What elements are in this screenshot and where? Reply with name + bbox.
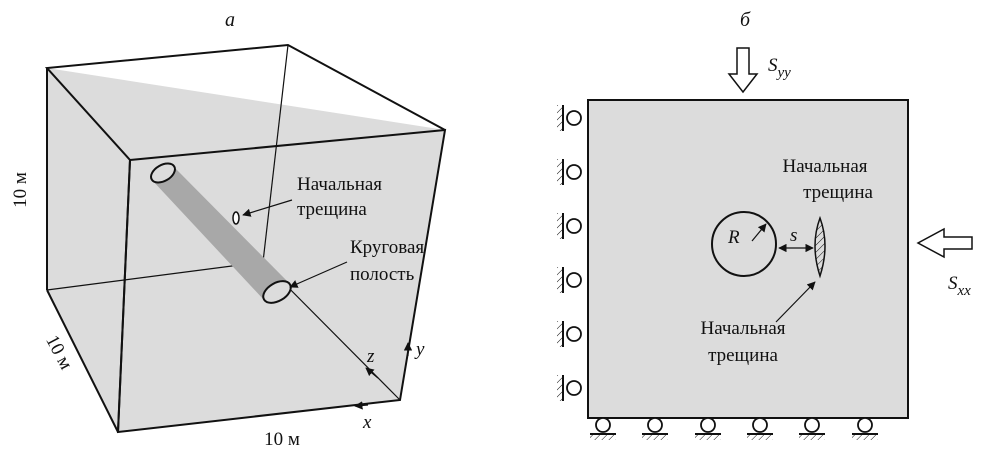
dim-width-label: 10 м (264, 429, 300, 450)
left-roller-support (557, 105, 582, 131)
axis-x-arrow (354, 401, 369, 410)
crack-label-b-top-line2: трещина (803, 182, 873, 203)
cavity-circle (711, 211, 777, 277)
crack-label-a-line2: трещина (297, 199, 367, 220)
cube-edge (46, 289, 119, 433)
cube-edge (117, 159, 131, 433)
bottom-roller-support (852, 417, 878, 440)
cavity-leader-arrow (289, 261, 348, 288)
crack-label-b-top-line1: Начальная (782, 156, 867, 177)
panel-a: а Начальная трещина Круговая полость (10, 9, 447, 450)
bottom-supports (590, 417, 878, 440)
stress-yy-label: Syy (768, 55, 791, 81)
radius-label: R (727, 227, 740, 248)
panel-b: б Syy Sxx R s Начальная трещина Начальна… (557, 9, 973, 440)
left-roller-support (557, 159, 582, 185)
stress-xx-label: Sxx (948, 273, 971, 299)
bottom-roller-support (590, 417, 616, 440)
axis-z-label: z (366, 346, 375, 367)
bottom-roller-support (747, 417, 773, 440)
left-roller-support (557, 321, 582, 347)
panel-a-label: а (225, 9, 235, 31)
cube-hidden-edge (262, 44, 289, 263)
left-supports (557, 105, 582, 401)
cavity-label-line1: Круговая (350, 237, 424, 258)
left-roller-support (557, 267, 582, 293)
crack-label-b-bottom-line2: трещина (708, 345, 778, 366)
stress-yy-arrow (727, 47, 759, 94)
crack-leader-arrow (242, 199, 293, 217)
crack-leader-arrow-b (775, 281, 816, 323)
initial-crack-a (232, 211, 240, 225)
bottom-roller-support (695, 417, 721, 440)
crack-label-a-line1: Начальная (297, 174, 382, 195)
crack-label-b-bottom-line1: Начальная (700, 318, 785, 339)
cavity-back-end (150, 162, 176, 184)
left-roller-support (557, 213, 582, 239)
bottom-roller-support (799, 417, 825, 440)
bottom-roller-support (642, 417, 668, 440)
axis-z-arrow (365, 367, 379, 379)
axis-y-label: y (414, 339, 425, 360)
cavity-cylinder (152, 168, 289, 300)
distance-label: s (790, 225, 797, 246)
radius-arrow (751, 223, 767, 242)
axis-x-label: x (362, 412, 372, 433)
left-roller-support (557, 375, 582, 401)
cavity-label-line2: полость (350, 264, 415, 285)
dim-height-label: 10 м (10, 172, 31, 208)
cube-hidden-edge (46, 261, 264, 291)
stress-xx-arrow (916, 227, 973, 259)
panel-b-label: б (740, 9, 751, 31)
cube-top-edges (44, 43, 446, 161)
initial-crack-b (814, 215, 826, 279)
